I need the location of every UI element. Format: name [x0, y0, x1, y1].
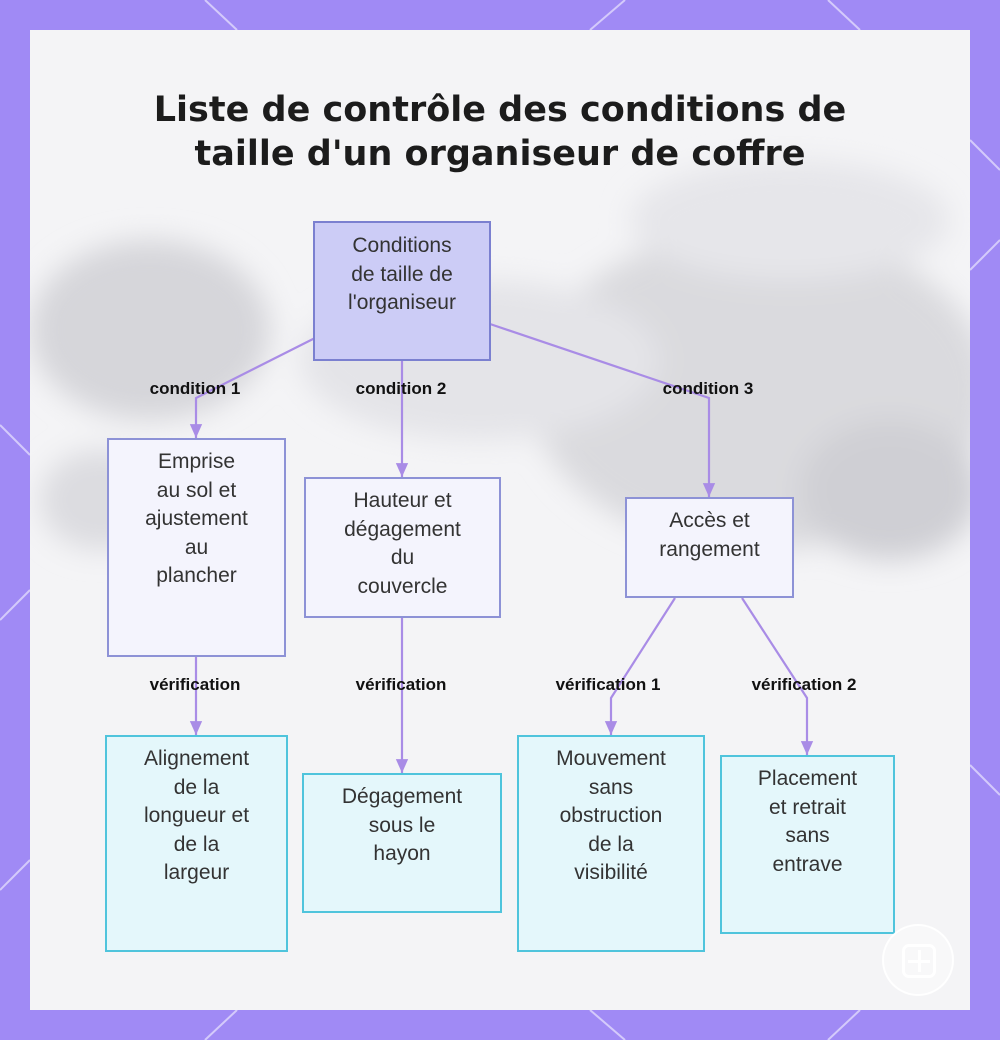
node-text-line: de taille de: [351, 262, 453, 286]
node-text-line: et retrait: [768, 795, 847, 819]
node-text-line: de la: [173, 832, 220, 856]
edge-label-verification-2: vérification 2: [751, 675, 857, 694]
edge-label-condition-2: condition 2: [355, 379, 447, 398]
edge-label-condition-3: condition 3: [662, 379, 754, 398]
diagram-title: Liste de contrôle des conditions de tail…: [30, 88, 970, 176]
node-lid-clearance: Hauteur et dégagement du couvercle: [304, 477, 501, 618]
node-placement-removal: Placement et retrait sans entrave: [720, 755, 895, 934]
node-tailgate-clearance: Dégagement sous le hayon: [302, 773, 502, 913]
node-root-size-conditions: Conditions de taille de l'organiseur: [313, 221, 491, 361]
node-text-line: Hauteur et: [353, 489, 452, 512]
node-visibility-movement: Mouvement sans obstruction de la visibil…: [517, 735, 705, 952]
node-text-line: Conditions: [352, 234, 452, 257]
edge-access-placement: [741, 597, 814, 755]
node-text-line: hayon: [373, 842, 431, 865]
node-text-line: sans: [588, 775, 634, 799]
node-text-line: plancher: [156, 564, 237, 587]
node-text-line: ajustement: [145, 507, 248, 530]
node-text-line: sans: [785, 824, 830, 847]
edge-label-verification-footprint: vérification: [149, 675, 241, 694]
node-text-line: au sol et: [156, 478, 237, 502]
node-text-line: obstruction: [559, 804, 663, 827]
node-text-line: dégagement: [344, 517, 461, 541]
node-text-line: couvercle: [357, 574, 448, 598]
edge-root-access: [489, 322, 716, 497]
node-text-line: rangement: [659, 537, 760, 561]
title-line-2: taille d'un organiseur de coffre: [194, 134, 806, 174]
node-text-line: Alignement: [143, 747, 250, 770]
edge-label-verification-lid: vérification: [355, 675, 447, 694]
node-text-line: au: [184, 535, 209, 559]
edge-label-verification-1: vérification 1: [555, 675, 661, 694]
node-text-line: Emprise: [157, 450, 236, 473]
node-text-line: longueur et: [143, 804, 250, 827]
node-text-line: entrave: [772, 852, 843, 876]
watermark-logo: [882, 924, 954, 996]
edge-label-condition-1: condition 1: [149, 379, 241, 398]
node-footprint-fit: Emprise au sol et ajustement au plancher: [107, 438, 286, 657]
node-text-line: visibilité: [574, 861, 648, 884]
grid-logo-icon: [902, 944, 936, 978]
node-text-line: Dégagement: [341, 785, 463, 808]
node-length-width-alignment: Alignement de la longueur et de la large…: [105, 735, 288, 952]
node-text-line: l'organiseur: [348, 291, 456, 314]
node-text-line: sous le: [368, 813, 436, 837]
node-text-line: de la: [588, 832, 634, 856]
node-access-storage: Accès et rangement: [625, 497, 794, 598]
title-line-1: Liste de contrôle des conditions de: [153, 90, 847, 130]
edge-access-visibility: [604, 597, 676, 735]
node-text-line: Accès et: [669, 509, 750, 532]
node-text-line: Placement: [757, 767, 858, 790]
node-text-line: Mouvement: [556, 747, 666, 770]
edge-root-footprint: [189, 337, 316, 438]
node-text-line: du: [390, 546, 415, 569]
node-text-line: de la: [173, 775, 220, 799]
node-text-line: largeur: [163, 861, 230, 884]
